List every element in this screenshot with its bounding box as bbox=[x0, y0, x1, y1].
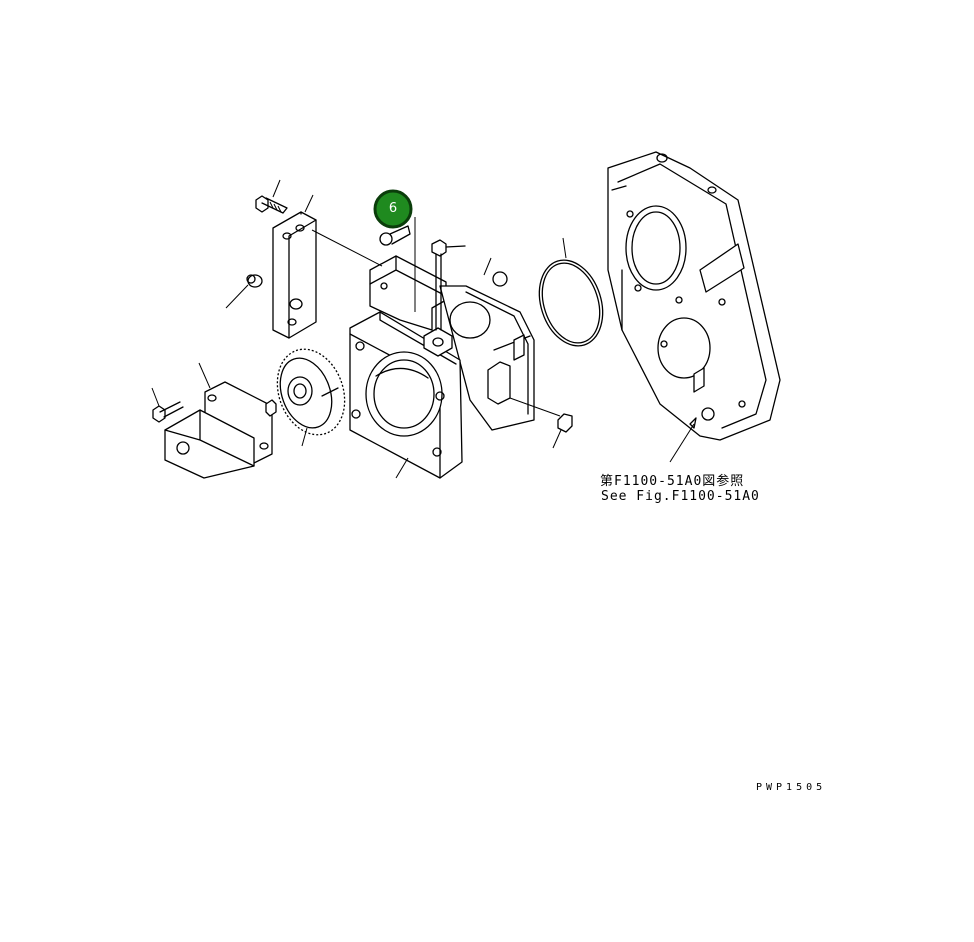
leader-lines bbox=[151, 179, 697, 479]
pipe-fitting bbox=[431, 239, 466, 331]
reference-japanese: 第F1100-51A0図参照 bbox=[600, 474, 745, 489]
cover-plate bbox=[272, 211, 317, 339]
callout-circle bbox=[373, 189, 413, 229]
pump-housing bbox=[349, 255, 535, 479]
drawing-code: PWP1505 bbox=[756, 782, 827, 793]
gear bbox=[276, 348, 346, 436]
o-ring bbox=[538, 259, 604, 347]
bolt-callout bbox=[379, 225, 411, 246]
bolt-top-left bbox=[255, 195, 288, 214]
nut-right bbox=[557, 413, 573, 433]
callout-badge[interactable]: 6 bbox=[373, 189, 413, 229]
sensor-unit bbox=[164, 381, 277, 479]
callout-number: 6 bbox=[388, 201, 398, 216]
plug bbox=[246, 274, 263, 288]
plug-small bbox=[492, 271, 508, 287]
reference-english: See Fig.F1100-51A0 bbox=[601, 489, 760, 504]
transmission-case bbox=[607, 151, 781, 441]
bolt-left bbox=[152, 401, 184, 423]
